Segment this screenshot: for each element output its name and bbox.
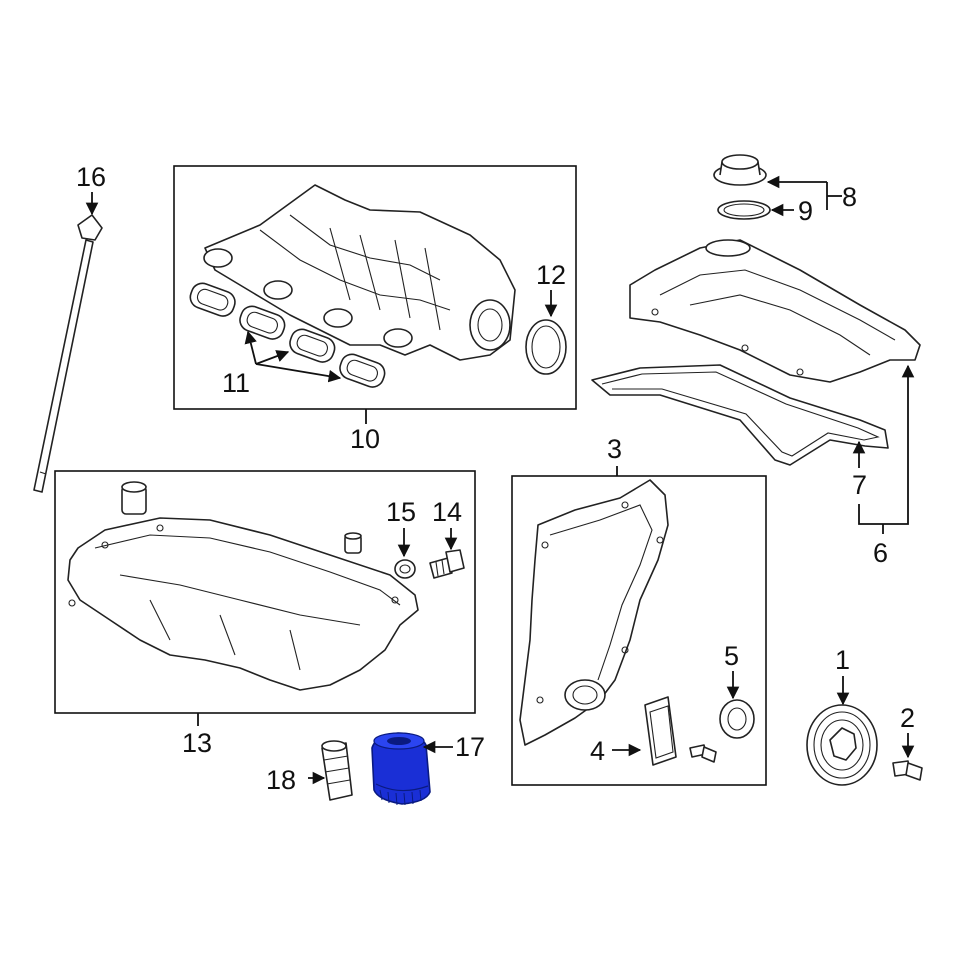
callout-12: 12 — [536, 260, 566, 290]
callout-6: 6 — [873, 538, 888, 568]
part-14-drain-plug[interactable] — [429, 549, 465, 579]
part-5-crank-seal[interactable] — [719, 699, 755, 739]
callout-18: 18 — [266, 765, 296, 795]
part-7-valve-cover-gasket[interactable] — [591, 364, 889, 466]
callout-3: 3 — [607, 434, 622, 464]
callout-9: 9 — [798, 196, 813, 226]
part-16-oil-dipstick[interactable] — [33, 214, 103, 493]
callout-14: 14 — [432, 497, 462, 527]
leader-11b — [255, 350, 290, 365]
part-3-timing-cover[interactable] — [519, 479, 669, 746]
callout-10: 10 — [350, 424, 380, 454]
callout-8: 8 — [842, 182, 857, 212]
callout-7: 7 — [852, 470, 867, 500]
part-12-throttle-gasket[interactable] — [525, 319, 567, 375]
callout-15: 15 — [386, 497, 416, 527]
part-6-valve-cover[interactable] — [629, 239, 921, 383]
part-18-filter-adapter[interactable] — [321, 740, 353, 801]
group-box-10 — [173, 165, 577, 410]
group-box-13 — [54, 470, 476, 714]
callout-4: 4 — [590, 736, 605, 766]
part-13-oil-pan-dowels[interactable] — [121, 481, 362, 554]
part-1-crank-pulley[interactable] — [806, 704, 878, 786]
callout-1: 1 — [835, 645, 850, 675]
callout-2: 2 — [900, 703, 915, 733]
part-4-oil-pump-cover[interactable] — [644, 696, 677, 766]
callout-5: 5 — [724, 641, 739, 671]
part-11-manifold-gaskets[interactable] — [187, 280, 387, 390]
part-13-oil-pan[interactable] — [67, 517, 419, 691]
part-17-oil-filter[interactable] — [371, 732, 431, 806]
part-2-pulley-bolt[interactable] — [892, 760, 923, 781]
part-4-bolt[interactable] — [689, 744, 717, 763]
callout-11: 11 — [222, 368, 250, 398]
callout-16: 16 — [76, 162, 106, 192]
part-15-drain-washer[interactable] — [394, 559, 416, 579]
part-8-oil-filler-cap[interactable] — [713, 154, 767, 186]
part-10-intake-manifold[interactable] — [203, 184, 516, 361]
group-box-3 — [511, 475, 767, 786]
leader-11a — [244, 330, 257, 365]
part-9-filler-cap-seal[interactable] — [717, 200, 771, 220]
callout-13: 13 — [182, 728, 212, 758]
leader-11c — [255, 363, 342, 383]
callout-17: 17 — [455, 732, 485, 762]
